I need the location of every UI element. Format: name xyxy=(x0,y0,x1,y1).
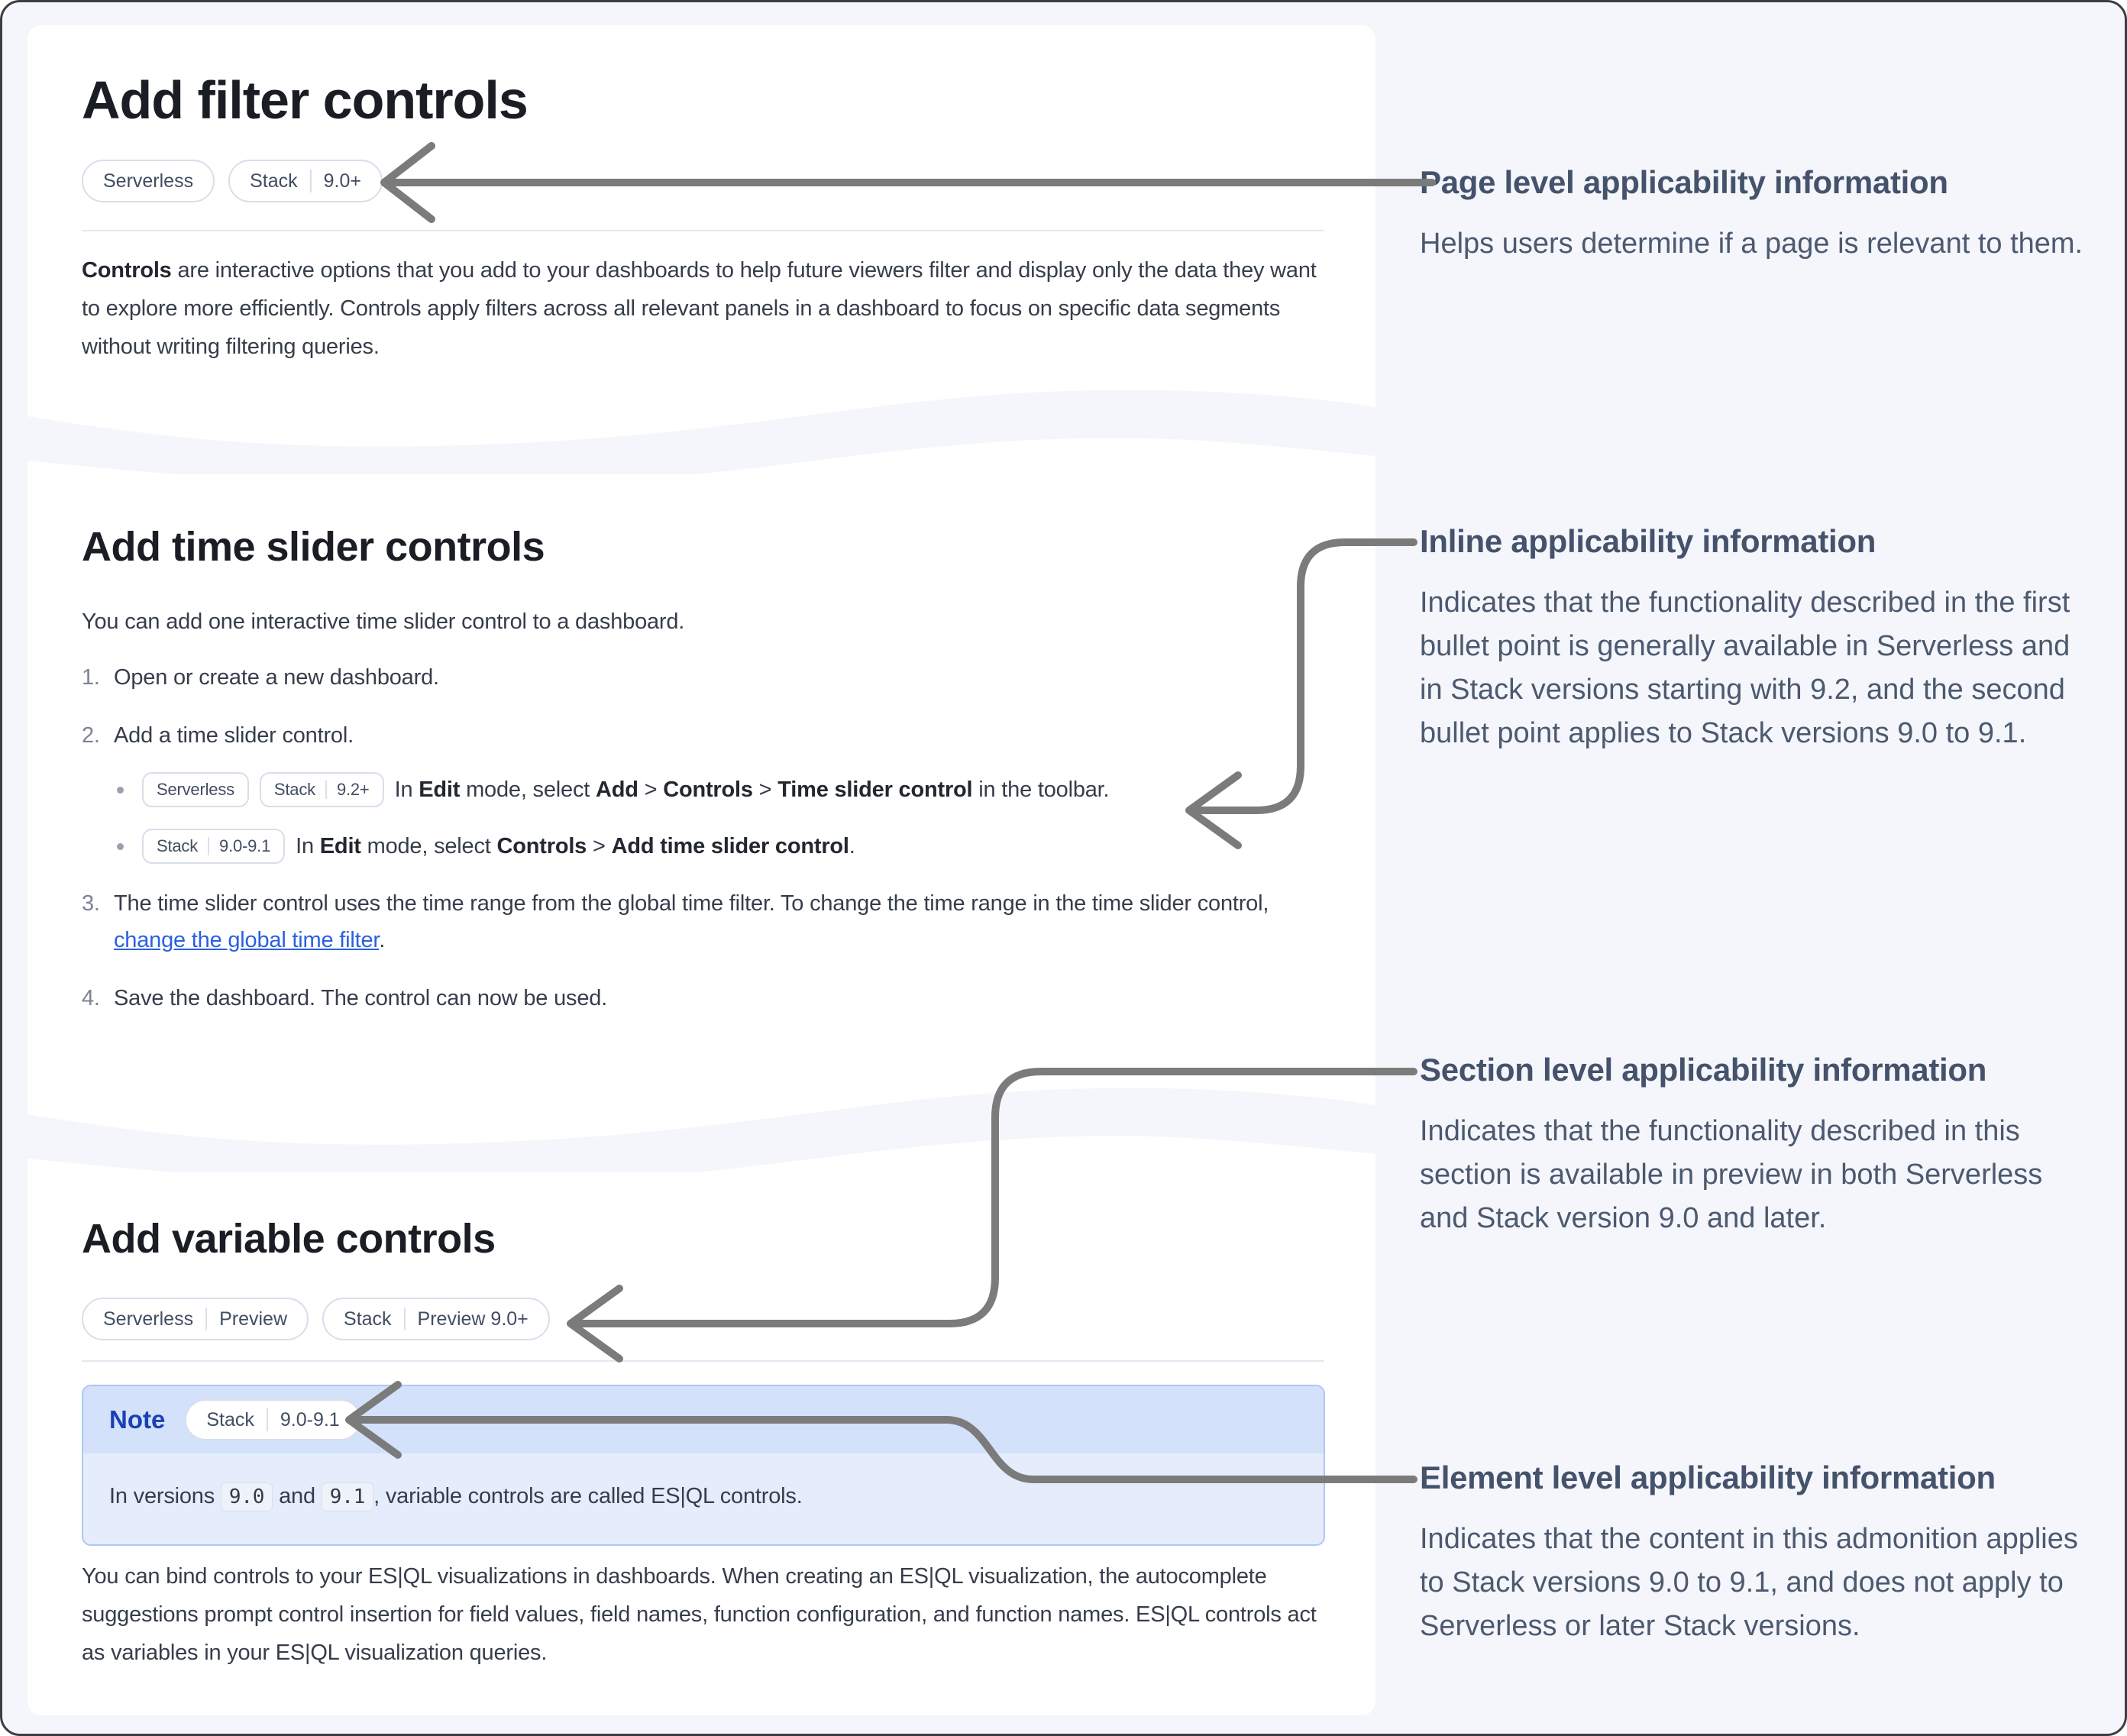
annotation-title-section-level: Section level applicability information xyxy=(1420,1052,1987,1088)
list-item: 3. The time slider control uses the time… xyxy=(82,885,1334,959)
list-item-text: Save the dashboard. The control can now … xyxy=(114,986,608,1010)
list-item-text: Add a time slider control. xyxy=(114,723,354,748)
badge-serverless: Serverless xyxy=(82,160,215,202)
note-body: In versions 9.0 and 9.1, variable contro… xyxy=(83,1453,1324,1544)
intro-paragraph: Controls are interactive options that yo… xyxy=(82,258,1317,359)
list-number: 4. xyxy=(82,986,100,1010)
page-title: Add filter controls xyxy=(82,70,529,130)
list-item-text: The time slider control uses the time ra… xyxy=(114,891,1269,952)
section-title-variable-controls: Add variable controls xyxy=(82,1216,496,1262)
annotation-body-element-level: Indicates that the content in this admon… xyxy=(1420,1523,2078,1642)
divider xyxy=(82,230,1324,231)
bullet-icon xyxy=(117,786,124,794)
annotation-title-element-level: Element level applicability information xyxy=(1420,1460,1996,1495)
annotation-body-section-level: Indicates that the functionality describ… xyxy=(1420,1115,2043,1234)
divider xyxy=(82,1360,1324,1362)
bullet-text: In Edit mode, select Add > Controls > Ti… xyxy=(394,777,1110,802)
section-intro: You can add one interactive time slider … xyxy=(82,609,685,634)
list-item: 2. Add a time slider control. xyxy=(82,717,1334,754)
list-item-text: Open or create a new dashboard. xyxy=(114,665,439,690)
annotation-body-inline: Indicates that the functionality describ… xyxy=(1420,587,2070,749)
outro-paragraph: You can bind controls to your ES|QL visu… xyxy=(82,1564,1317,1665)
bullet-icon xyxy=(117,842,124,850)
list-item: 4. Save the dashboard. The control can n… xyxy=(82,980,1334,1017)
list-item: 1. Open or create a new dashboard. xyxy=(82,659,1334,696)
annotation-body-page-level: Helps users determine if a page is relev… xyxy=(1420,228,2083,260)
list-number: 1. xyxy=(82,665,100,690)
note-label: Note xyxy=(109,1405,166,1434)
inline-link[interactable]: change the global time filter xyxy=(114,928,380,952)
section-title-time-slider: Add time slider controls xyxy=(82,524,545,570)
bullet-text: In Edit mode, select Controls > Add time… xyxy=(296,833,855,858)
list-number: 2. xyxy=(82,723,100,748)
annotation-title-inline: Inline applicability information xyxy=(1420,523,1876,559)
list-number: 3. xyxy=(82,891,100,916)
annotation-title-page-level: Page level applicability information xyxy=(1420,164,1948,200)
chip-serverless: Serverless xyxy=(142,772,249,807)
